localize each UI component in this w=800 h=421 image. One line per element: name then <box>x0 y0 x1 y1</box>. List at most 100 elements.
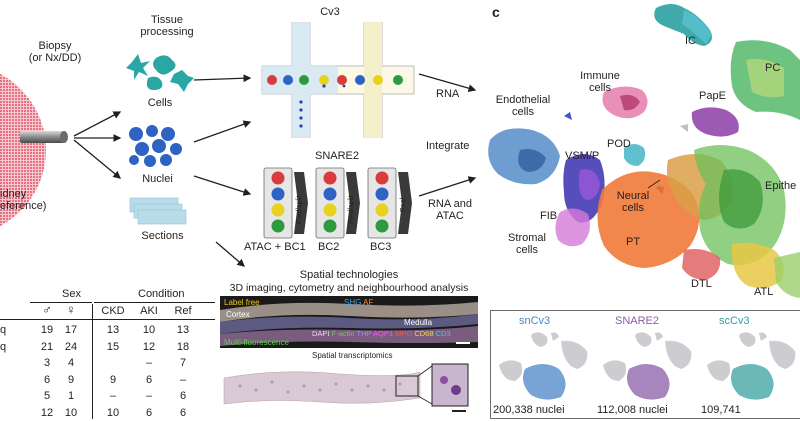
mini-umap-title: scCv3 <box>719 315 750 327</box>
table-cell-ckd: – <box>109 390 117 402</box>
table-cell-male: 19 <box>40 324 54 336</box>
bc2-label: BC2 <box>318 241 340 253</box>
rna-atac-label: RNA and ATAC <box>427 198 473 222</box>
umap-plot <box>488 4 800 298</box>
mini-umap-title: snCv3 <box>519 315 551 327</box>
column-divider <box>92 304 93 419</box>
marker-legend: DAPI F-actin THP AQP1 MPO CD68 CD3 <box>312 329 451 338</box>
mini-umap-cluster <box>739 332 756 347</box>
rna-label: RNA <box>436 88 460 100</box>
fib-label: FIB <box>540 210 558 222</box>
mini-umap-cluster <box>707 360 731 381</box>
mini-umap-count: 200,338 nuclei <box>493 404 565 416</box>
table-cell-female: 4 <box>67 357 75 369</box>
male-col-header: ♂ <box>42 302 52 317</box>
aki-col-header: AKI <box>140 305 158 317</box>
kidney-reference-label: idney eference) <box>0 188 47 212</box>
table-cell-aki: – <box>145 357 153 369</box>
spatial-panel: Spatial technologies 3D imaging, cytomet… <box>214 268 484 419</box>
output-arrows <box>418 73 477 197</box>
immune-cells-label: Immune cells <box>580 70 620 94</box>
aqp1-label: AQP1 <box>373 329 394 338</box>
table-cell-female: 24 <box>64 340 78 353</box>
table-cell-ref: – <box>179 373 187 386</box>
mini-umap-cluster <box>665 340 692 369</box>
label-free-label: Label free <box>224 298 260 307</box>
shg-af-label: SHG AF <box>344 298 373 307</box>
sections-icon <box>129 197 187 225</box>
pool-split-label-1: Pool/split <box>296 195 303 224</box>
table-cell-stub: q <box>0 340 7 353</box>
af-label: AF <box>363 298 374 307</box>
sections-label: Sections <box>141 230 184 242</box>
mini-umap-cluster <box>523 364 566 400</box>
panel-letter-c: c <box>492 4 500 20</box>
header-rule-condition <box>94 302 215 303</box>
table-cell-male: 12 <box>40 406 54 419</box>
kidney-illustration <box>0 73 46 227</box>
ckd-col-header: CKD <box>101 305 125 317</box>
medulla-label: Medulla <box>404 318 433 327</box>
biopsy-label: Biopsy (or Nx/DD) <box>28 40 82 64</box>
ic-label: IC <box>685 35 696 47</box>
pt-label: PT <box>626 236 641 248</box>
thp-label: THP <box>356 329 372 338</box>
spatial-transcriptomics-label: Spatial transcriptomics <box>312 351 393 360</box>
tissue-processing-label: Tissue processing <box>140 14 194 38</box>
table-cell-ckd: 10 <box>106 406 120 419</box>
mpo-label: MPO <box>395 329 413 338</box>
pool-split-label-2: Pool/split <box>348 195 355 224</box>
mini-umap-cluster <box>769 340 796 369</box>
multi-fluorescence-label: Multi-fluorescence <box>224 338 289 347</box>
dapi-label: DAPI <box>312 329 330 338</box>
header-rule-sex <box>30 302 92 303</box>
cv3-label: Cv3 <box>320 6 340 18</box>
cells-icon <box>126 54 194 92</box>
table-cell-aki: – <box>145 390 153 402</box>
biopsy-arrows <box>73 111 122 179</box>
table-cell-ref: 6 <box>179 390 187 402</box>
mini-umap-cluster <box>531 332 548 347</box>
mini-umap-cluster <box>731 364 774 400</box>
condition-header: Condition <box>138 288 185 300</box>
mini-umap-cluster <box>551 332 559 341</box>
table-cell-aki: 6 <box>145 406 153 419</box>
dtl-label: DTL <box>691 278 712 290</box>
stromal-cells-label: Stromal cells <box>508 232 546 256</box>
mini-umap-cluster <box>499 360 523 381</box>
table-cell-female: 17 <box>64 324 78 336</box>
neural-cells-label: Neural cells <box>616 190 650 214</box>
table-cell-ref: 7 <box>179 357 187 369</box>
mini-umap-cluster <box>635 332 652 347</box>
cd68-label: CD68 <box>414 329 434 338</box>
shg-label: SHG <box>344 298 362 307</box>
workflow-panel: Biopsy (or Nx/DD) idney eference) Tissue… <box>0 0 480 270</box>
mini-umap-count: 112,008 nuclei <box>597 404 668 416</box>
integrate-label: Integrate <box>426 140 470 152</box>
processing-arrows <box>193 74 252 267</box>
nuclei-label: Nuclei <box>142 173 173 185</box>
sex-header: Sex <box>62 288 81 300</box>
transcriptomics-strip <box>220 360 478 416</box>
pc-label: PC <box>765 62 781 74</box>
mini-umap-cluster <box>603 360 627 381</box>
mini-umap: snCv3 200,338 nuclei <box>491 311 595 419</box>
cv3-microfluidic-chip <box>261 22 415 138</box>
mini-umap-cluster <box>561 340 588 369</box>
pool-label: Pool <box>400 197 407 212</box>
table-cell-aki: 12 <box>142 340 156 353</box>
cells-label: Cells <box>147 97 173 109</box>
epithe-label: Epithe <box>765 180 797 192</box>
table-cell-ref: 13 <box>176 324 190 336</box>
biopsy-needle <box>20 131 68 143</box>
spatial-title: Spatial technologies <box>299 269 399 281</box>
f-actin-label: F-actin <box>331 329 355 338</box>
table-cell-female: 10 <box>64 406 78 419</box>
table-cell-male: 6 <box>43 373 51 386</box>
table-cell-stub: q <box>0 324 7 336</box>
